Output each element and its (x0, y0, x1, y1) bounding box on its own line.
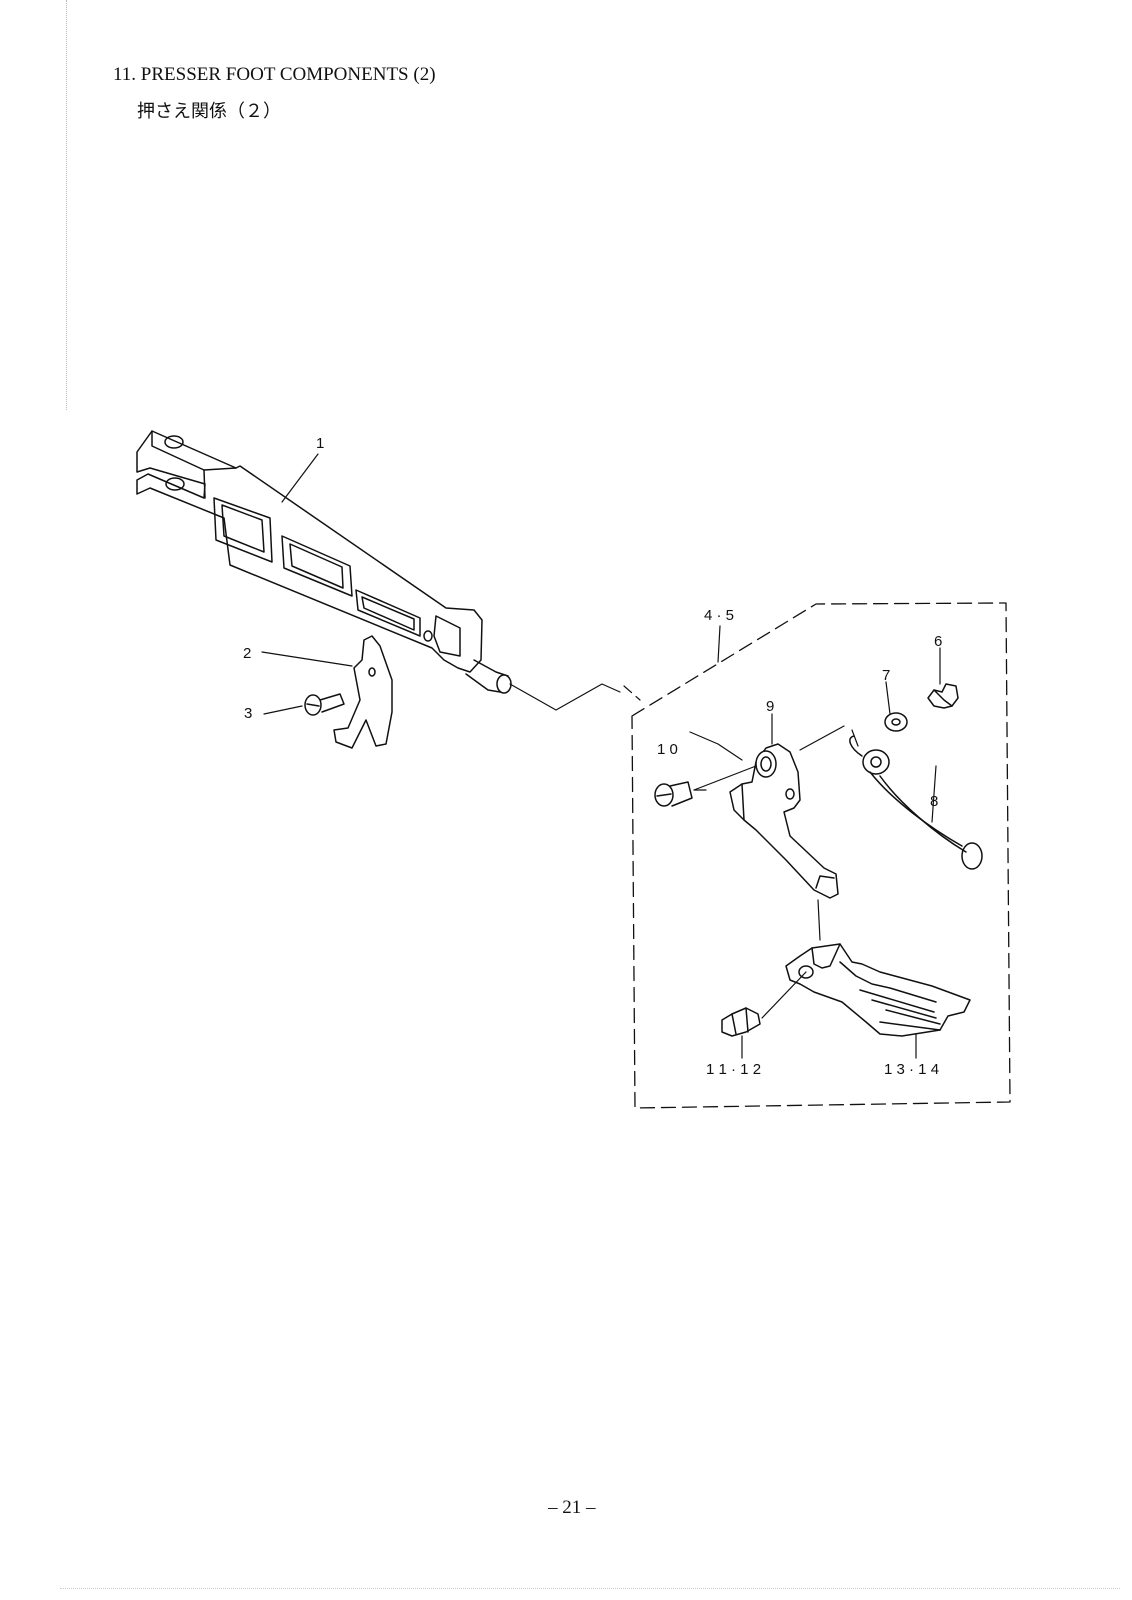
scan-edge (60, 1588, 1120, 1589)
callout-10: 1 0 (657, 741, 678, 758)
part-2-bracket (333, 635, 393, 749)
part-3-screw (304, 693, 345, 716)
assembly-group-boundary (631, 602, 1011, 1109)
leader-lines (261, 453, 941, 1059)
binding-edge (66, 0, 67, 410)
callout-8: 8 (930, 793, 938, 810)
callout-3: 3 (244, 705, 252, 722)
part-11-12-pin (721, 1007, 761, 1037)
callout-7: 7 (882, 667, 890, 684)
part-13-14-foot (785, 943, 971, 1037)
part-10-screw (654, 781, 693, 807)
callout-6: 6 (934, 633, 942, 650)
callout-labels: 1 2 3 4 · 5 6 7 8 9 1 0 1 1 · 1 2 1 3 · … (243, 435, 942, 1078)
part-8-spring (849, 735, 983, 870)
part-1-arm (136, 430, 512, 694)
section-title: 11. PRESSER FOOT COMPONENTS (2) (113, 64, 436, 85)
callout-9: 9 (766, 698, 774, 715)
part-6-screw (927, 683, 959, 709)
part-9-shank (729, 743, 839, 899)
callout-4-5: 4 · 5 (704, 607, 734, 624)
part-7-washer (884, 712, 908, 732)
section-subtitle: 押さえ関係（２） (137, 101, 281, 122)
page-number: – 21 – (548, 1497, 596, 1518)
callout-1: 1 (316, 435, 324, 452)
callout-13-14: 1 3 · 1 4 (884, 1061, 939, 1078)
callout-11-12: 1 1 · 1 2 (706, 1061, 761, 1078)
callout-2: 2 (243, 645, 251, 662)
